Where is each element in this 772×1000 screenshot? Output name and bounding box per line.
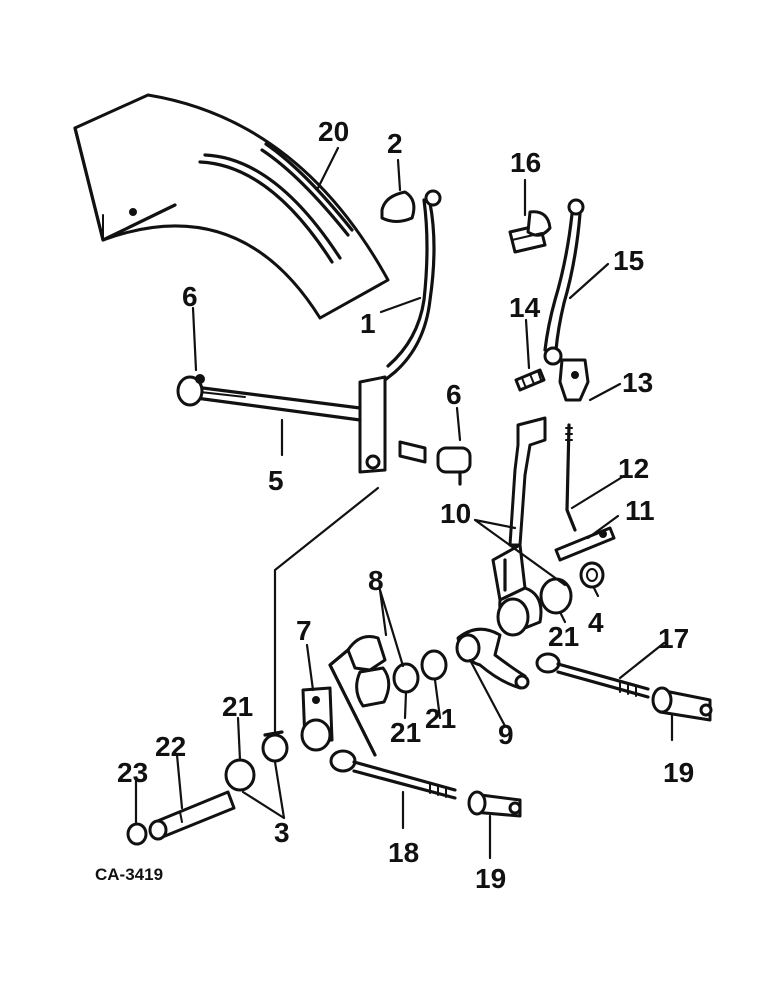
- part-19-clevis-lower: [467, 790, 522, 818]
- part-6-collar-right: [398, 440, 472, 486]
- callout-21-mid-b: 21: [425, 703, 456, 734]
- callout-22: 22: [155, 731, 186, 762]
- callout-1: 1: [360, 308, 376, 339]
- part-13-clevis: [558, 358, 590, 402]
- part-2-knob: [380, 190, 416, 223]
- callout-4: 4: [588, 607, 604, 638]
- part-18-rod: [329, 749, 457, 800]
- callout-11: 11: [625, 495, 655, 526]
- callout-5: 5: [268, 465, 284, 496]
- diagram-code: CA-3419: [95, 865, 163, 884]
- part-12-rod: [565, 423, 577, 532]
- part-20-quadrant-shield: [73, 93, 390, 320]
- part-9-arm: [455, 627, 530, 690]
- callout-labels: 20 2 16 15 1 6 14 13 6 5 12 10 11 8 7 4 …: [95, 116, 694, 894]
- leader-lines: [134, 146, 674, 860]
- part-19-clevis-upper: [651, 686, 713, 722]
- callout-19-upper: 19: [663, 757, 694, 788]
- part-5-shaft: [176, 375, 362, 422]
- part-17-rod: [535, 652, 650, 699]
- callout-20: 20: [318, 116, 349, 147]
- callout-21-right: 21: [548, 621, 579, 652]
- part-4-washer: [579, 561, 605, 589]
- part-10-bellcrank: [491, 416, 547, 637]
- part-21-bushing-left: [224, 758, 256, 792]
- callout-21-mid-a: 21: [390, 717, 421, 748]
- callout-18: 18: [388, 837, 419, 868]
- part-23-washer: [126, 822, 148, 846]
- callout-21-left: 21: [222, 691, 253, 722]
- callout-7: 7: [296, 615, 312, 646]
- part-1-control-lever: [358, 189, 442, 474]
- callout-23: 23: [117, 757, 148, 788]
- callout-9: 9: [498, 719, 514, 750]
- callout-6-lower: 6: [446, 379, 462, 410]
- callout-2: 2: [387, 128, 403, 159]
- part-11-link: [554, 526, 616, 562]
- callout-16: 16: [510, 147, 541, 178]
- part-6-collar-left: [195, 374, 205, 384]
- part-14-spring: [514, 368, 546, 392]
- part-8-lever: [328, 635, 420, 757]
- part-21-bushing-mid-a: [420, 649, 448, 681]
- part-3-clamp: [261, 730, 289, 763]
- callout-6-upper: 6: [182, 281, 198, 312]
- callout-19-lower: 19: [475, 863, 506, 894]
- callout-12: 12: [618, 453, 649, 484]
- callout-10: 10: [440, 498, 471, 529]
- part-22-pin: [148, 790, 236, 841]
- callout-8: 8: [368, 565, 384, 596]
- callout-17: 17: [658, 623, 689, 654]
- part-7-bracket: [300, 686, 334, 752]
- callout-15: 15: [613, 245, 644, 276]
- part-15-upper-lever: [543, 198, 585, 366]
- callout-13: 13: [622, 367, 653, 398]
- callout-14: 14: [509, 292, 541, 323]
- callout-3: 3: [274, 817, 290, 848]
- part-21-bushing-right: [539, 577, 573, 615]
- part-16-bolt: [508, 210, 552, 254]
